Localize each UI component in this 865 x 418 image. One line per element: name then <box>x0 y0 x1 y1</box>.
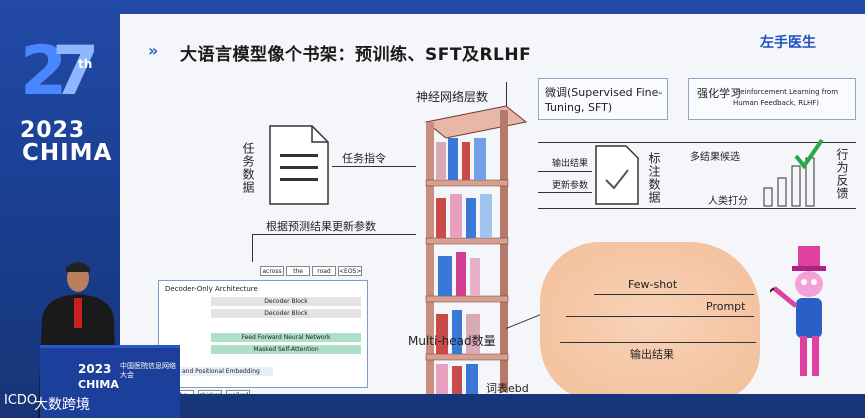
sft-box: 微调(Supervised Fine-Tuning, SFT) <box>538 78 668 120</box>
slide-title: 大语言模型像个书架：预训练、SFT及RLHF <box>180 40 531 65</box>
output-token: the <box>286 266 310 276</box>
label-task-data: 任务数据 <box>240 142 257 194</box>
magician-character-icon <box>770 240 850 390</box>
brand-logo: 左手医生 <box>760 32 816 52</box>
label-rlhf-en: (Reinforcement Learning from Human Feedb… <box>733 87 855 109</box>
svg-text:7: 7 <box>52 32 99 110</box>
podium-subtitle: 中国医院信息网络大会 <box>120 362 176 380</box>
label-update-params: 更新参数 <box>552 178 588 191</box>
decoder-architecture-diagram: Decoder-Only Architecture Decoder Block … <box>158 280 368 388</box>
watermark-text: 大数跨境 <box>34 394 90 414</box>
bar-chart-check-icon <box>760 138 824 208</box>
input-token: chicken <box>198 390 222 394</box>
arch-masked-attn: Masked Self-Attention <box>211 345 361 354</box>
27th-logo-icon: 2 7 th <box>18 28 100 110</box>
label-multi-candidates: 多结果候选 <box>690 148 740 163</box>
output-token: across <box>260 266 284 276</box>
bookshelf-illustration <box>416 102 528 394</box>
label-behavior-feedback: 行为反馈 <box>834 148 851 200</box>
arch-block-1: Decoder Block <box>211 297 361 306</box>
podium-name: CHIMA <box>78 378 119 391</box>
label-output-result: 输出结果 <box>552 156 588 169</box>
podium-year: 2023 <box>78 362 111 376</box>
label-update-by-prediction: 根据预测结果更新参数 <box>266 218 376 234</box>
label-labeled-data: 标注数据 <box>646 152 663 204</box>
labeled-document-icon <box>594 144 640 206</box>
watermark-logo-icon: ICDO <box>4 393 37 408</box>
label-cloud-output: 输出结果 <box>630 346 674 362</box>
label-few-shot: Few-shot <box>628 278 677 291</box>
banner-name: CHIMA <box>22 140 112 166</box>
input-token: walked <box>226 390 250 394</box>
arch-title: Decoder-Only Architecture <box>165 285 258 293</box>
label-human-scoring: 人类打分 <box>708 192 748 207</box>
output-token: <EOS> <box>338 266 362 276</box>
document-icon <box>268 124 330 206</box>
label-task-instruction: 任务指令 <box>342 150 386 166</box>
chevron-right-icon: » <box>148 41 158 60</box>
rlhf-box: 强化学习 (Reinforcement Learning from Human … <box>688 78 856 120</box>
label-vocab-embed: 词表ebd <box>486 380 529 394</box>
label-prompt: Prompt <box>706 300 745 313</box>
slide: » 大语言模型像个书架：预训练、SFT及RLHF 左手医生 任务数据 任务指令 … <box>120 14 865 394</box>
arch-ffn: Feed Forward Neural Network <box>211 333 361 342</box>
output-token: road <box>312 266 336 276</box>
label-sft: 微调(Supervised Fine-Tuning, SFT) <box>545 85 669 115</box>
prompt-cloud <box>540 242 760 394</box>
svg-text:th: th <box>78 57 92 71</box>
label-multi-head: Multi-head数量 <box>408 332 496 349</box>
arch-block-2: Decoder Block <box>211 309 361 318</box>
